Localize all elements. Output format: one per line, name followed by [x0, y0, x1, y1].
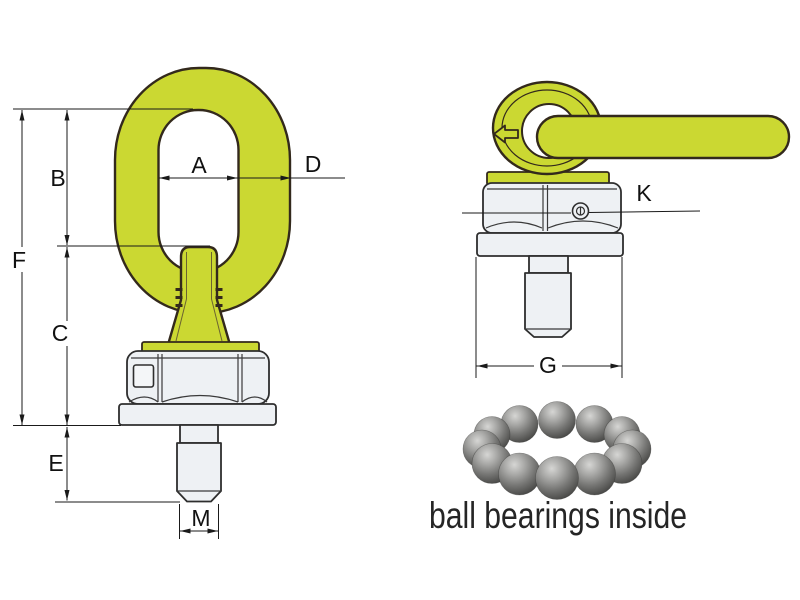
ball-bearing-ring: [462, 401, 652, 500]
front-view: [113, 66, 292, 503]
bolt-neck-front: [179, 424, 219, 444]
flange-side: [476, 232, 624, 257]
flange-front: [118, 403, 277, 426]
shank-contour-right: [211, 252, 223, 342]
ball-bearing: [498, 452, 541, 496]
nut-chamfer-waves-side: [485, 220, 619, 229]
dimension-lines: [9, 108, 701, 539]
nut-stamp-square: [132, 364, 155, 388]
caption-ball-bearings: ball bearings inside: [429, 495, 687, 536]
dim-label-e: E: [48, 450, 63, 476]
dim-label-c: C: [52, 320, 69, 346]
hex-nut-side: [482, 182, 622, 234]
dim-label-b: B: [50, 165, 65, 191]
shank-contact-marks: [175, 288, 223, 307]
dim-label-m: M: [191, 505, 210, 531]
left-arrow-icon: [493, 124, 519, 144]
dim-label-a: A: [191, 152, 207, 178]
dim-label-f: F: [12, 247, 26, 273]
bolt-thread-side: [524, 272, 572, 338]
bolt-neck-side: [528, 255, 569, 274]
master-link-side: [535, 114, 791, 160]
swivel-shank: [167, 245, 231, 345]
bolt-thread-front: [176, 442, 222, 503]
dim-label-k: K: [636, 180, 652, 206]
ball-bearing: [538, 401, 576, 439]
dim-label-d: D: [305, 151, 322, 177]
ball-bearing: [535, 456, 579, 500]
shank-contour-left: [175, 252, 187, 342]
ball-bearing: [573, 452, 616, 496]
dimension-labels: A D B F C E M K G: [12, 151, 652, 531]
grease-fitting: [571, 202, 590, 220]
leader-line-k: [588, 210, 701, 213]
dim-label-g: G: [539, 352, 557, 378]
nut-chamfer-waves-front: [128, 394, 268, 403]
side-view: [476, 80, 791, 338]
